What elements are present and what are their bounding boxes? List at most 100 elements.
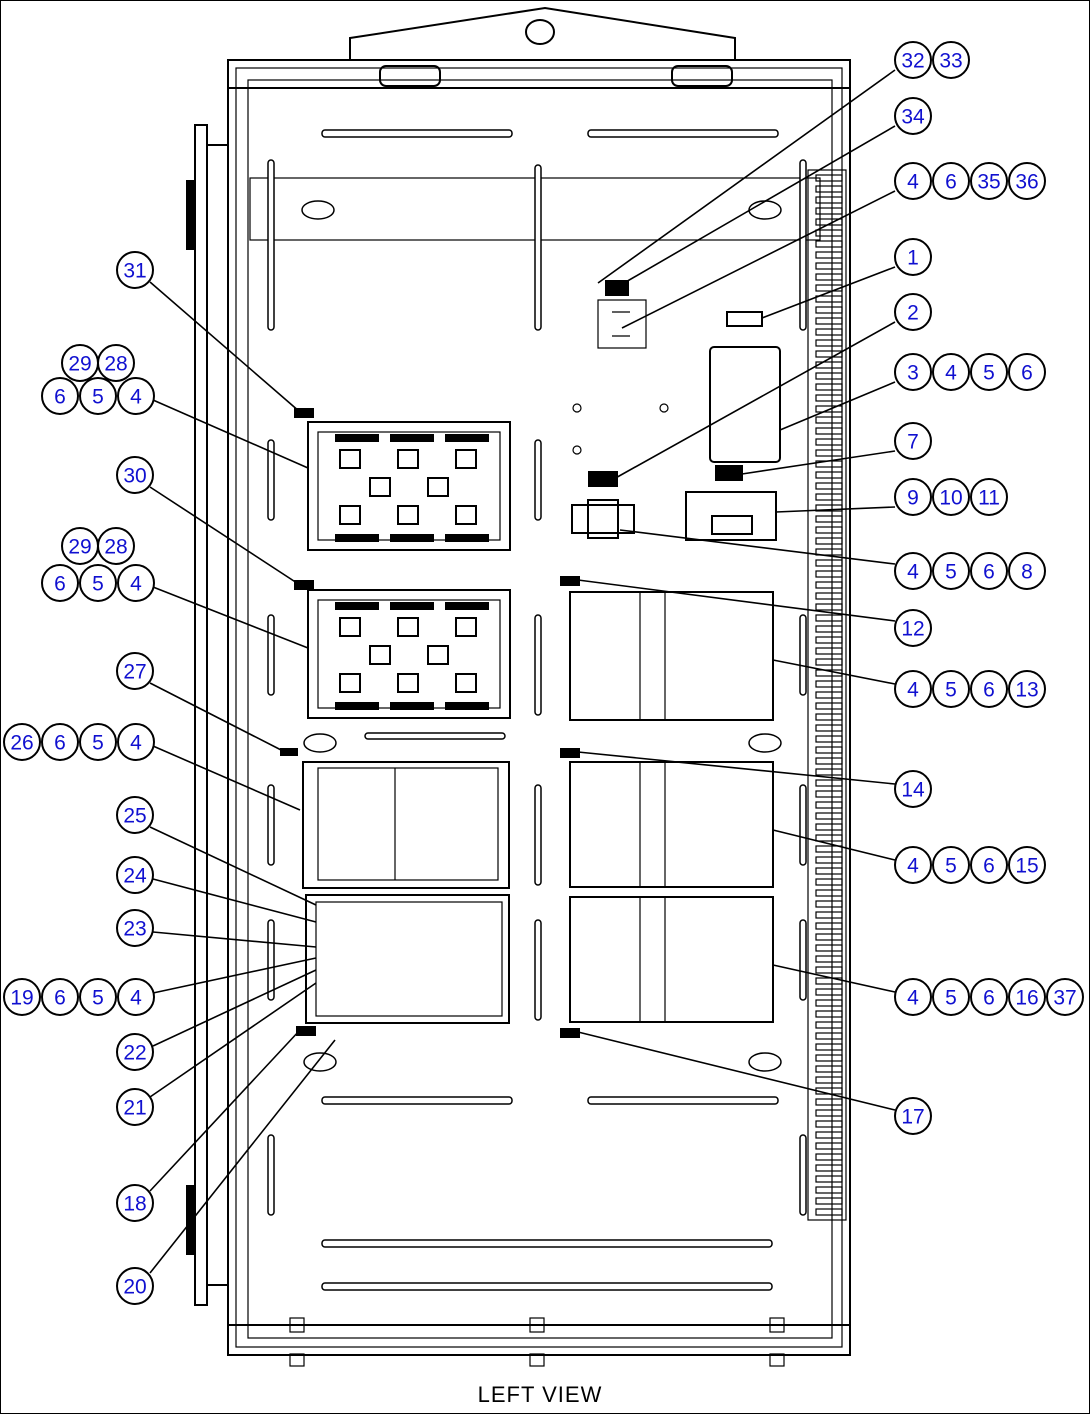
balloon-circle bbox=[894, 552, 932, 590]
harness-wire bbox=[815, 438, 843, 446]
leader-l25 bbox=[149, 826, 317, 906]
balloon-b32: 32 bbox=[894, 41, 932, 79]
harness-wire bbox=[815, 482, 843, 490]
balloon-circle bbox=[116, 1088, 154, 1126]
balloon-circle bbox=[116, 1267, 154, 1305]
balloon-label: 26 bbox=[10, 732, 33, 755]
harness-wire bbox=[815, 1197, 843, 1205]
balloon-label: 6 bbox=[54, 732, 66, 755]
harness-wire bbox=[815, 1131, 843, 1139]
balloon-circle bbox=[97, 527, 135, 565]
balloon-b15: 15 bbox=[1008, 846, 1046, 884]
balloon-circle bbox=[1046, 978, 1084, 1016]
harness-wire bbox=[815, 988, 843, 996]
balloon-label: 24 bbox=[123, 865, 147, 888]
harness-wire bbox=[815, 735, 843, 743]
harness-wire bbox=[815, 779, 843, 787]
harness-wire bbox=[815, 328, 843, 336]
harness-wire bbox=[815, 933, 843, 941]
balloon-b33: 33 bbox=[932, 41, 970, 79]
leader-l4i bbox=[152, 745, 301, 811]
harness-wire bbox=[815, 845, 843, 853]
module-chip bbox=[455, 449, 477, 469]
harness-wire bbox=[815, 339, 843, 347]
balloon-label: 2 bbox=[907, 302, 919, 325]
wire-harness bbox=[815, 174, 843, 1216]
balloon-label: 5 bbox=[92, 987, 104, 1010]
balloon-b6h: 6 bbox=[41, 564, 79, 602]
balloon-label: 20 bbox=[123, 1276, 146, 1299]
balloon-label: 14 bbox=[901, 779, 925, 802]
balloon-circle bbox=[970, 978, 1008, 1016]
balloon-circle bbox=[932, 978, 970, 1016]
balloon-label: 1 bbox=[907, 247, 919, 270]
balloon-circle bbox=[894, 846, 932, 884]
balloon-circle bbox=[932, 478, 970, 516]
balloon-b23: 23 bbox=[116, 909, 154, 947]
balloon-label: 4 bbox=[130, 732, 142, 755]
balloon-circle bbox=[79, 978, 117, 1016]
harness-wire bbox=[815, 306, 843, 314]
module-connector bbox=[445, 702, 489, 710]
balloon-label: 4 bbox=[907, 987, 919, 1010]
leader-l32 bbox=[597, 69, 896, 284]
balloon-b9: 9 bbox=[894, 478, 932, 516]
module-connector bbox=[390, 534, 434, 542]
balloon-label: 27 bbox=[123, 661, 146, 684]
balloon-b6a: 6 bbox=[932, 162, 970, 200]
harness-wire bbox=[815, 350, 843, 358]
harness-wire bbox=[815, 823, 843, 831]
harness-wire bbox=[815, 383, 843, 391]
balloon-label: 4 bbox=[130, 987, 142, 1010]
balloon-circle bbox=[894, 293, 932, 331]
harness-wire bbox=[815, 515, 843, 523]
balloon-circle bbox=[3, 723, 41, 761]
harness-wire bbox=[815, 570, 843, 578]
balloon-b6e: 6 bbox=[970, 846, 1008, 884]
balloon-label: 28 bbox=[104, 536, 127, 559]
leader-l8 bbox=[619, 529, 896, 565]
balloon-circle bbox=[932, 670, 970, 708]
balloon-b37: 37 bbox=[1046, 978, 1084, 1016]
harness-wire bbox=[815, 636, 843, 644]
harness-wire bbox=[815, 372, 843, 380]
balloon-b31: 31 bbox=[116, 251, 154, 289]
balloon-circle bbox=[970, 552, 1008, 590]
balloon-b5c: 5 bbox=[932, 552, 970, 590]
harness-wire bbox=[815, 229, 843, 237]
balloon-circle bbox=[116, 251, 154, 289]
balloon-circle bbox=[116, 856, 154, 894]
balloon-circle bbox=[1008, 353, 1046, 391]
harness-wire bbox=[815, 1186, 843, 1194]
leader-l14 bbox=[577, 751, 896, 785]
balloon-circle bbox=[79, 723, 117, 761]
module-connector bbox=[335, 534, 379, 542]
harness-wire bbox=[815, 647, 843, 655]
balloon-circle bbox=[116, 456, 154, 494]
leader-l21 bbox=[149, 982, 317, 1098]
balloon-label: 6 bbox=[54, 573, 66, 596]
harness-wire bbox=[815, 966, 843, 974]
harness-wire bbox=[815, 427, 843, 435]
balloon-circle bbox=[932, 41, 970, 79]
balloon-label: 34 bbox=[901, 106, 925, 129]
balloon-circle bbox=[932, 162, 970, 200]
module-chip bbox=[369, 477, 391, 497]
balloon-label: 25 bbox=[123, 805, 146, 828]
module-connector bbox=[390, 434, 434, 442]
balloon-label: 7 bbox=[907, 431, 919, 454]
harness-wire bbox=[815, 746, 843, 754]
harness-wire bbox=[815, 394, 843, 402]
balloon-label: 23 bbox=[123, 918, 146, 941]
harness-wire bbox=[815, 1175, 843, 1183]
balloon-b6i: 6 bbox=[41, 723, 79, 761]
harness-wire bbox=[815, 317, 843, 325]
leader-l16 bbox=[772, 964, 896, 993]
module-chip bbox=[427, 645, 449, 665]
module-connector bbox=[335, 434, 379, 442]
balloon-label: 6 bbox=[945, 171, 957, 194]
harness-wire bbox=[815, 900, 843, 908]
harness-wire bbox=[815, 251, 843, 259]
balloon-circle bbox=[79, 377, 117, 415]
balloon-circle bbox=[894, 41, 932, 79]
